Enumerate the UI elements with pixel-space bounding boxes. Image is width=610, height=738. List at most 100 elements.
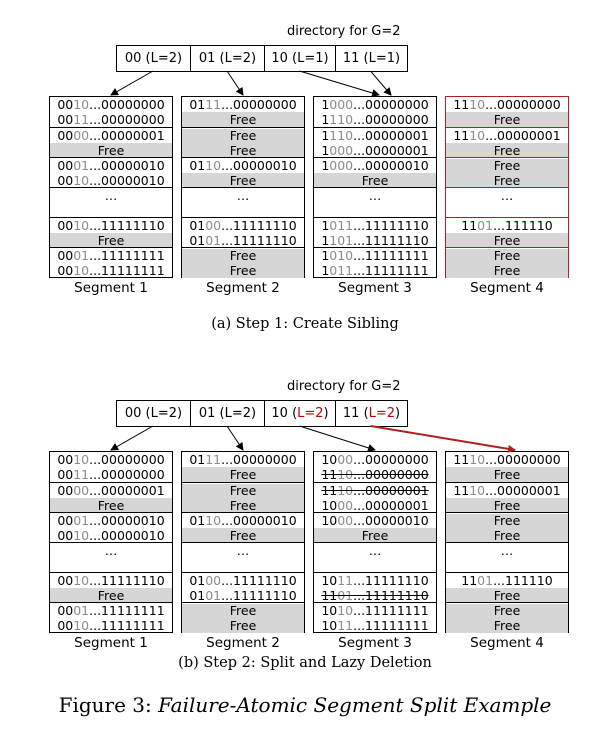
key-slot: 1110...00000000 xyxy=(314,467,436,482)
key-slot: 0010...00000010 xyxy=(50,173,172,188)
key-suffix: ...11111111 xyxy=(89,617,165,633)
free-slot: Free xyxy=(446,112,568,127)
key-grey-bits: 000 xyxy=(329,97,354,113)
free-slot: Free xyxy=(446,528,568,543)
key-prefix: 00 xyxy=(57,248,74,264)
key-grey-bits: 11 xyxy=(205,97,222,113)
key-slot: 1101...111110 xyxy=(446,218,568,233)
free-label: Free xyxy=(229,172,257,188)
free-slot: Free xyxy=(446,513,568,529)
free-slot: Free xyxy=(182,112,304,127)
key-prefix: 00 xyxy=(57,128,74,144)
hash-key: 0100...11111110 xyxy=(189,573,296,588)
free-slot: Free xyxy=(50,588,172,603)
key-slot: 0010...00000000 xyxy=(50,452,172,468)
directory-key: 11 xyxy=(342,406,360,421)
key-grey-bits: 10 xyxy=(73,452,90,468)
directory-entry-11: 11 (L=2) xyxy=(336,401,407,426)
key-slot: 0000...00000001 xyxy=(50,483,172,498)
directory-entry-10: 10 (L=1) xyxy=(265,46,336,71)
hash-key: 1010...11111111 xyxy=(321,603,428,618)
free-slot: Free xyxy=(314,173,436,188)
bucket: … xyxy=(314,187,436,217)
key-suffix: ...00000001 xyxy=(353,128,429,144)
bucket: … xyxy=(314,542,436,572)
key-grey-bits: 01 xyxy=(73,158,90,174)
key-suffix: ...00000000 xyxy=(89,452,165,468)
free-label: Free xyxy=(493,158,521,174)
deleted-key: 1101...11111110 xyxy=(321,588,428,603)
key-prefix: 11 xyxy=(461,573,478,589)
local-depth-prefix: (L= xyxy=(363,51,387,66)
free-slot: Free xyxy=(182,483,304,498)
free-label: Free xyxy=(97,142,125,158)
segment-label: Segment 1 xyxy=(74,280,148,296)
key-slot: 0101...11111110 xyxy=(182,588,304,603)
ellipsis: … xyxy=(446,543,568,559)
hash-key: 1000...00000000 xyxy=(321,97,428,112)
free-label: Free xyxy=(493,513,521,529)
key-grey-bits: 10 xyxy=(469,483,486,499)
ellipsis-text: … xyxy=(500,543,514,559)
free-label: Free xyxy=(97,587,125,603)
pointer-arrow xyxy=(299,70,380,97)
key-grey-bits: 01 xyxy=(205,587,222,603)
hash-key: 1000...00000000 xyxy=(321,452,428,467)
directory-key: 00 xyxy=(124,51,142,66)
key-suffix: ...00000000 xyxy=(353,466,429,482)
ellipsis: … xyxy=(314,188,436,203)
directory-title: directory for G=2 xyxy=(287,379,401,394)
deleted-key: 1110...00000000 xyxy=(321,467,428,482)
key-suffix: ...11111111 xyxy=(353,262,429,278)
key-prefix: 00 xyxy=(57,603,74,619)
key-slot: 1000...00000000 xyxy=(314,97,436,112)
directory: 00 (L=2)01 (L=2)10 (L=1)11 (L=1) xyxy=(116,45,408,72)
key-slot: 0001...11111111 xyxy=(50,248,172,264)
local-depth-suffix: ) xyxy=(395,406,401,421)
key-suffix: ...00000000 xyxy=(353,452,429,468)
key-slot: 1110...00000001 xyxy=(314,483,436,499)
key-suffix: ...00000000 xyxy=(353,97,429,113)
key-slot: 1101...11111110 xyxy=(314,588,436,603)
free-label: Free xyxy=(229,527,257,543)
bucket: … xyxy=(446,542,568,572)
key-prefix: 11 xyxy=(321,483,338,499)
key-suffix: ...11111110 xyxy=(221,573,297,589)
pointer-arrow xyxy=(110,70,154,96)
hash-key: 1101...11111110 xyxy=(321,233,428,248)
hash-key: 1011...11111111 xyxy=(321,618,428,633)
key-suffix: ...00000010 xyxy=(221,158,297,174)
local-depth: 2 xyxy=(168,51,178,66)
ellipsis-text: … xyxy=(500,188,514,204)
key-grey-bits: 10 xyxy=(73,262,90,278)
hash-key: 1101...111110 xyxy=(461,573,552,588)
hash-key: 1000...00000001 xyxy=(321,498,428,513)
key-suffix: ...11111111 xyxy=(89,603,165,619)
key-slot: 0000...00000001 xyxy=(50,128,172,144)
ellipsis: … xyxy=(50,188,172,203)
key-slot: 1000...00000001 xyxy=(314,143,436,158)
directory-entry-10: 10 (L=2) xyxy=(265,401,336,426)
key-slot: 0001...11111111 xyxy=(50,603,172,619)
segment-label: Segment 2 xyxy=(206,280,280,296)
key-suffix: ...11111111 xyxy=(353,603,429,619)
key-slot: 0001...00000010 xyxy=(50,513,172,528)
free-label: Free xyxy=(493,527,521,543)
free-slot: Free xyxy=(446,603,568,618)
key-prefix: 01 xyxy=(189,573,206,589)
directory-key: 01 xyxy=(198,51,216,66)
